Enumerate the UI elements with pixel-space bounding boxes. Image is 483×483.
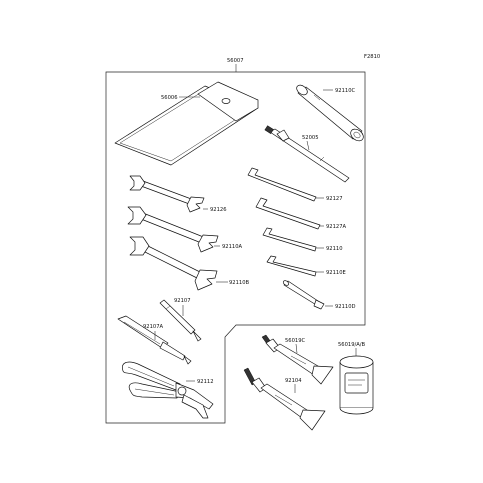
open-end-wrench-1 (129, 175, 205, 213)
screwdriver-bit (159, 299, 202, 342)
label-grease-can: 56019/A/B (338, 342, 366, 348)
label-extension: 52005 (302, 135, 319, 141)
label-bag: 56006 (161, 95, 178, 101)
grease-tube-a (261, 334, 334, 385)
pliers (122, 361, 214, 419)
grease-tube-b (243, 367, 326, 431)
label-pliers: 92112 (197, 379, 214, 385)
grease-a-leader (295, 343, 298, 354)
hex-key-2 (255, 197, 321, 230)
extension-leader (306, 140, 310, 151)
label-wrench-2: 92110A (222, 244, 243, 250)
screwdriver (117, 315, 192, 365)
box-wrench (296, 84, 364, 142)
tool-bag (114, 81, 259, 166)
open-end-wrench-2 (127, 206, 219, 253)
hex-key-4 (266, 255, 317, 277)
extension-bar (264, 125, 350, 183)
label-wrench-3: 92110B (229, 280, 250, 286)
hex-key-3 (262, 227, 317, 252)
grease-can (339, 355, 374, 415)
label-box-wrench: 92110C (335, 88, 356, 94)
label-hex-3: 92110 (326, 246, 343, 252)
label-handle: 92110D (335, 304, 356, 310)
label-kit: 56007 (227, 58, 244, 64)
label-grease-b: 92104 (285, 378, 302, 384)
kit-boundary (105, 71, 366, 424)
label-hex-2: 92127A (326, 224, 347, 230)
label-grease-a: 56019C (285, 338, 306, 344)
open-end-wrench-3 (129, 236, 218, 291)
label-wrench-1: 92126 (210, 207, 227, 213)
label-screwdriver: 92107A (143, 324, 164, 330)
label-hex-4: 92110E (326, 270, 346, 276)
label-screwdriver-bit: 92107 (174, 298, 191, 304)
hex-key-1 (247, 167, 317, 202)
figure-code: F2810 (364, 54, 380, 60)
label-hex-1: 92127 (326, 196, 343, 202)
tommy-bar (282, 280, 325, 310)
